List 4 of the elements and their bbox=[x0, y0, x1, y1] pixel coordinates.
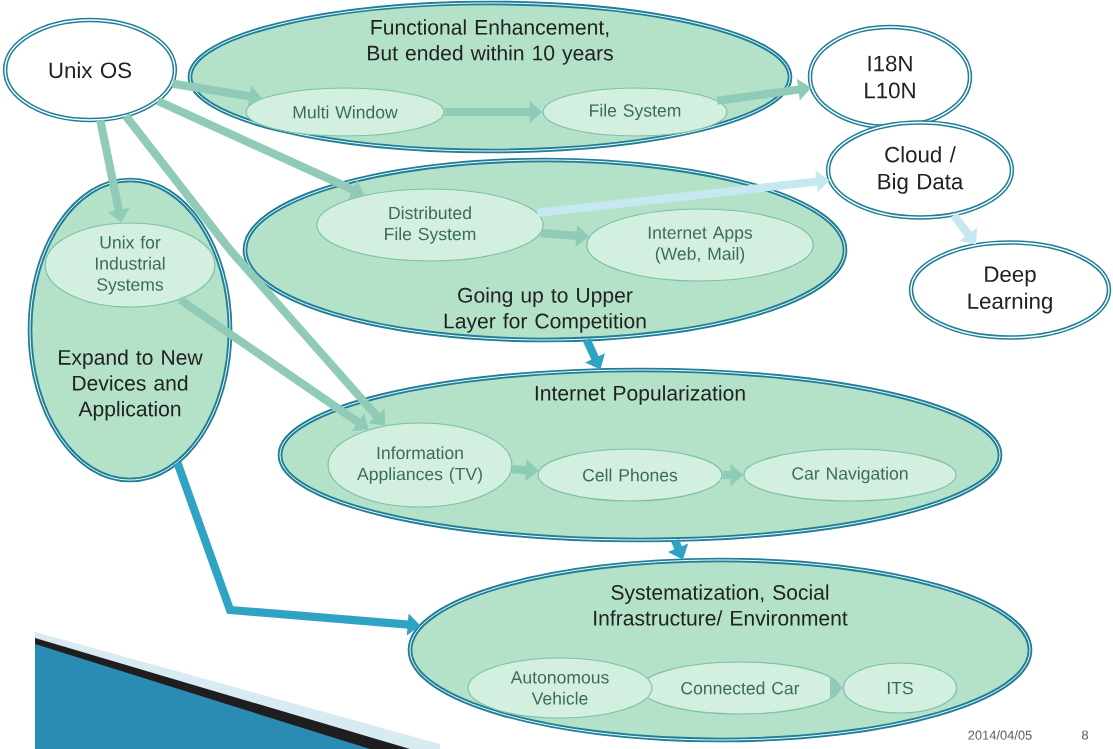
footer-text: 2014/04/05 bbox=[968, 730, 1032, 740]
footer-text: 8 bbox=[1081, 730, 1088, 740]
block-arrow bbox=[950, 212, 978, 245]
block-arrow bbox=[122, 113, 386, 426]
